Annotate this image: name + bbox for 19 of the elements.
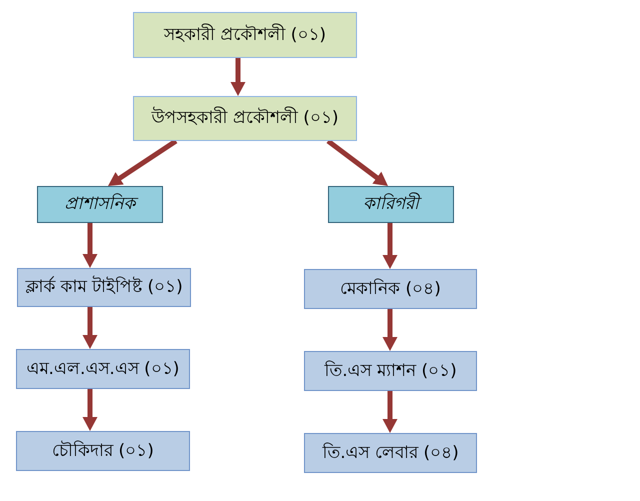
position-box: চৌকিদার (০১)	[16, 431, 190, 471]
arrow	[326, 139, 390, 188]
arrow	[106, 138, 178, 188]
position-box: ক্লার্ক কাম টাইপিষ্ট (০১)	[17, 268, 191, 307]
position-box: তি.এস ম্যাশন (০১)	[304, 351, 477, 391]
position-box: উপসহকারী প্রকৌশলী (০১)	[133, 96, 357, 141]
arrow	[82, 389, 98, 431]
arrow	[382, 223, 398, 269]
category-box: কারিগরী	[328, 186, 454, 223]
position-box: এম.এল.এস.এস (০১)	[16, 349, 190, 389]
category-box: প্রাশাসনিক	[37, 186, 163, 223]
arrow	[382, 309, 398, 351]
arrow	[382, 391, 398, 433]
arrow	[82, 223, 98, 268]
arrow	[230, 58, 246, 96]
position-box: সহকারী প্রকৌশলী (০১)	[133, 12, 357, 58]
position-box: মেকানিক (০৪)	[304, 269, 477, 309]
arrow	[82, 307, 98, 349]
position-box: তি.এস লেবার (০৪)	[304, 433, 477, 473]
